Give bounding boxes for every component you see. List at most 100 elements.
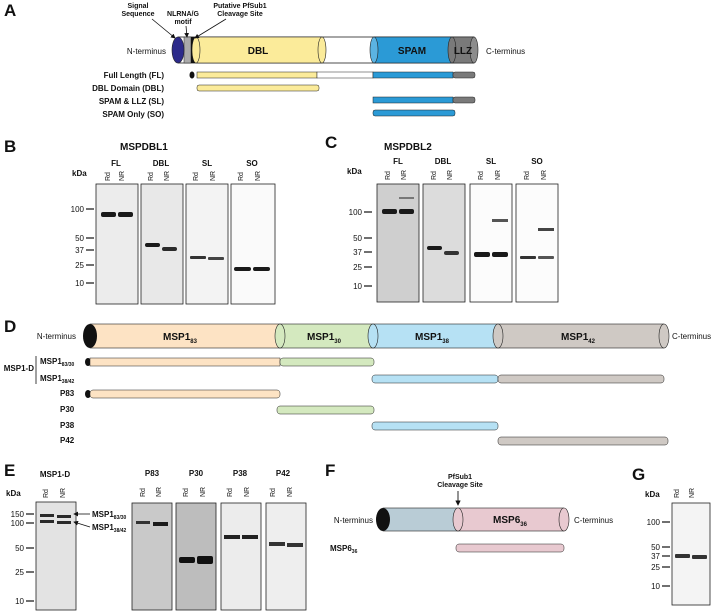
panel-g-ladder: 100 50 37 25 10 — [647, 518, 670, 591]
panel-d-p83-bar — [89, 389, 281, 399]
panel-a-letter: A — [4, 1, 16, 20]
panel-a-fl-signal — [189, 71, 195, 79]
panel-b-kda: kDa — [72, 169, 87, 178]
panel-c-so-rd: Rd — [524, 171, 531, 180]
panel-d-label-42: MSP142 — [561, 332, 596, 345]
panel-e-p30-nr: NR — [200, 487, 207, 497]
panel-c-blot-dbl — [422, 183, 466, 303]
panel-a-c-terminus: C-terminus — [486, 47, 525, 56]
panel-d-frag-p83: P83 — [60, 389, 75, 398]
panel-e-p38-nr: NR — [244, 487, 251, 497]
panel-f-construct-main: MSP6 — [330, 544, 352, 553]
panel-a-motif — [183, 36, 192, 64]
panel-a-fl-bar-dbl — [196, 71, 318, 79]
panel-f-c-cap — [558, 507, 570, 532]
panel-b-lane-fl: FL — [111, 159, 121, 168]
panel-e-p83-rd: Rd — [140, 488, 147, 497]
panel-c-fl-nr: NR — [401, 170, 408, 180]
panel-b-so-rd: Rd — [238, 172, 245, 181]
panel-d-frag-p30: P30 — [60, 405, 75, 414]
panel-b-mw-100: 100 — [71, 205, 85, 214]
panel-b-blot-dbl — [140, 183, 184, 305]
panel-b-lane-dbl: DBL — [153, 159, 170, 168]
panel-d-label-42-main: MSP1 — [561, 332, 589, 343]
panel-a-annot-signal-1: Signal — [127, 3, 148, 10]
panel-b-dbl-rd: Rd — [148, 172, 155, 181]
panel-c-sl-nr: NR — [495, 170, 502, 180]
panel-f-n-region — [382, 507, 459, 532]
panel-e-annot-83-30-main: MSP1 — [92, 510, 114, 519]
panel-b-so-nr: NR — [255, 171, 262, 181]
panel-f-annot-1: PfSub1 — [448, 474, 472, 481]
panel-c-lane-dbl: DBL — [435, 157, 452, 166]
panel-b-lane-so: SO — [246, 159, 258, 168]
panel-d-p38-bar — [371, 421, 499, 431]
panel-b-mw-25: 25 — [75, 261, 84, 270]
panel-e-p38-rd: Rd — [227, 488, 234, 497]
panel-d-label-83-main: MSP1 — [163, 332, 191, 343]
panel-a-annot-motif-1: NLRNA/G — [167, 11, 199, 18]
panel-f-domain-main: MSP6 — [493, 515, 521, 526]
panel-e-arrow-38-42 — [73, 520, 91, 528]
panel-d-d2-42 — [497, 374, 665, 384]
panel-d-p30-bar — [276, 405, 375, 415]
panel-c-sl-band-rd — [474, 252, 490, 257]
panel-d-label-30-sub: 30 — [334, 339, 341, 345]
panel-e-letter: E — [4, 461, 15, 480]
panel-c-mw-25: 25 — [353, 263, 362, 272]
panel-a-sl-bar-spam — [372, 96, 454, 104]
panel-c-sl-band-nr — [492, 252, 508, 257]
panel-d-row-83-30-sub: 83/30 — [62, 362, 75, 368]
panel-e-p83-band-nr — [153, 522, 168, 526]
panel-a-annot-pfsub1-1: Putative PfSub1 — [213, 3, 266, 10]
panel-d-label-42-sub: 42 — [588, 339, 595, 345]
panel-e-annot-38-42-main: MSP1 — [92, 523, 114, 532]
panel-c-so-band-nr-upper — [538, 228, 554, 231]
panel-g-band-nr — [692, 555, 707, 559]
panel-b-so-band-nr — [253, 267, 270, 271]
panel-a-n-terminus: N-terminus — [127, 47, 166, 56]
panel-d-row-38-42-sub: 38/42 — [62, 379, 75, 385]
panel-e-lane-msp1d: MSP1-D — [40, 470, 70, 479]
panel-c-fl-rd: Rd — [385, 171, 392, 180]
panel-a-annot-signal-2: Sequence — [121, 11, 154, 18]
panel-e-p38-band-rd — [224, 535, 240, 539]
panel-e-msp1d-band-rd-top — [40, 514, 54, 517]
panel-c-blot-fl — [376, 183, 420, 303]
panel-f-letter: F — [325, 461, 335, 480]
panel-f-construct-sub: 36 — [352, 549, 358, 555]
panel-c-lane-sl: SL — [486, 157, 496, 166]
panel-c-kda: kDa — [347, 167, 362, 176]
panel-b-letter: B — [4, 137, 16, 156]
panel-e-mw-50: 50 — [15, 544, 24, 553]
panel-e-blot-p38 — [220, 502, 262, 611]
panel-d-p42-bar — [497, 436, 669, 446]
panel-b-sl-band-rd — [190, 256, 206, 259]
panel-e-p83-band-rd — [136, 521, 150, 524]
panel-c-sl-band-nr-upper — [492, 219, 508, 222]
panel-c-so-band-nr — [538, 256, 554, 259]
panel-e-p83-nr: NR — [156, 487, 163, 497]
panel-b-fl-band-rd — [101, 212, 116, 217]
panel-g-mw-50: 50 — [651, 543, 660, 552]
panel-c-title: MSPDBL2 — [384, 142, 432, 153]
panel-d-msp1-30 — [279, 323, 374, 349]
panel-d-row-83-30-main: MSP1 — [40, 357, 62, 366]
panel-f-n-terminus: N-terminus — [334, 516, 373, 525]
panel-a-annot-pfsub1-2: Cleavage Site — [217, 11, 263, 18]
panel-g-mw-37: 37 — [651, 552, 660, 561]
panel-b-ladder: 100 50 37 25 10 — [71, 205, 94, 288]
panel-d-msp1-42-start — [492, 323, 504, 349]
panel-c-mw-37: 37 — [353, 248, 362, 257]
panel-a-construct-so: SPAM Only (SO) — [102, 110, 164, 119]
panel-c-so-nr: NR — [541, 170, 548, 180]
panel-b-mw-10: 10 — [75, 279, 84, 288]
panel-a-dbl-end — [317, 36, 327, 64]
panel-f-construct-bar — [455, 543, 565, 553]
panel-c-mw-50: 50 — [353, 234, 362, 243]
panel-f-annot-2: Cleavage Site — [437, 482, 483, 489]
panel-f-domain-sub: 36 — [520, 522, 527, 528]
panel-d-msp1-30-start — [274, 323, 286, 349]
panel-e-lane-p30: P30 — [189, 469, 204, 478]
panel-a-sl-bar-llz — [452, 96, 476, 104]
